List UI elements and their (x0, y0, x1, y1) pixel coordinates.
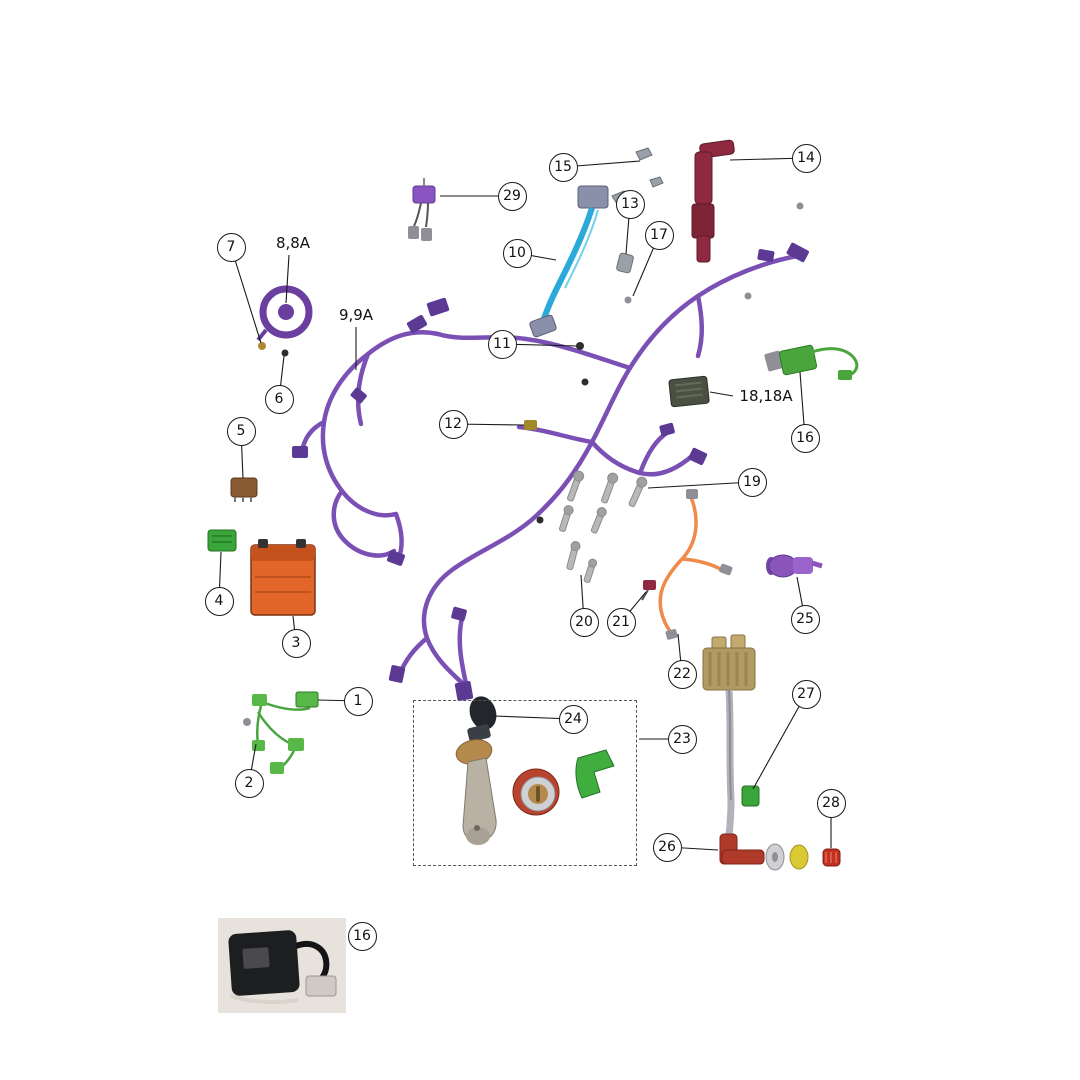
callout-16-right[interactable]: 16 (790, 423, 820, 453)
callout-16-bottom[interactable]: 16 (347, 921, 377, 951)
part-10-cable (529, 185, 609, 338)
callout-29[interactable]: 29 (497, 181, 527, 211)
part-4-relay (207, 529, 237, 552)
callout-6[interactable]: 6 (264, 384, 294, 414)
part-19-20-bolts (558, 470, 648, 584)
callout-11[interactable]: 11 (487, 329, 517, 359)
callout-21[interactable]: 21 (606, 607, 636, 637)
part-26-elbow (719, 833, 809, 871)
callout-10[interactable]: 10 (502, 238, 532, 268)
callout-3[interactable]: 3 (281, 628, 311, 658)
callout-15[interactable]: 15 (548, 152, 578, 182)
part-28-cap (822, 848, 841, 867)
part-3-battery (250, 539, 316, 616)
callout-5[interactable]: 5 (226, 416, 256, 446)
callout-25[interactable]: 25 (790, 604, 820, 634)
harness-connectors (292, 242, 809, 701)
key-lock-set-box (413, 700, 637, 866)
callout-14[interactable]: 14 (791, 143, 821, 173)
callout-7[interactable]: 7 (216, 232, 246, 262)
part-label-9-9a[interactable]: 9,9A (336, 306, 376, 324)
part-23-ecu-assembly (702, 634, 756, 837)
part-15-clips (635, 147, 664, 188)
part-1-2-harness (243, 691, 319, 774)
callout-22[interactable]: 22 (667, 659, 697, 689)
callout-28[interactable]: 28 (816, 788, 846, 818)
part-5-relay (230, 477, 258, 502)
callout-19[interactable]: 19 (737, 467, 767, 497)
callout-2[interactable]: 2 (234, 768, 264, 798)
callout-17[interactable]: 17 (644, 220, 674, 250)
part-24-key (455, 696, 497, 845)
callout-24[interactable]: 24 (558, 704, 588, 734)
callout-27[interactable]: 27 (791, 679, 821, 709)
part-8-horn (256, 285, 313, 342)
callout-4[interactable]: 4 (204, 586, 234, 616)
part-29-sensor (408, 178, 436, 241)
callout-20[interactable]: 20 (569, 607, 599, 637)
part-21-sensor (641, 580, 656, 601)
callout-23[interactable]: 23 (667, 724, 697, 754)
part-24-clip (575, 749, 615, 799)
callout-13[interactable]: 13 (615, 189, 645, 219)
part-18-module (668, 375, 710, 408)
part-16-connector (764, 344, 859, 380)
callout-26[interactable]: 26 (652, 832, 682, 862)
part-14-bracket (691, 139, 735, 263)
part-label-8-8a[interactable]: 8,8A (273, 234, 313, 252)
callout-12[interactable]: 12 (438, 409, 468, 439)
part-label-18-18a[interactable]: 18,18A (737, 387, 795, 405)
callout-1[interactable]: 1 (343, 686, 373, 716)
harness-clips (258, 202, 804, 524)
part-22-cable (658, 489, 733, 640)
part-16-photo (218, 918, 346, 1013)
part-27-connector (741, 785, 760, 807)
part-25-connector (766, 554, 823, 578)
part-24-lock-cylinder (512, 768, 560, 816)
